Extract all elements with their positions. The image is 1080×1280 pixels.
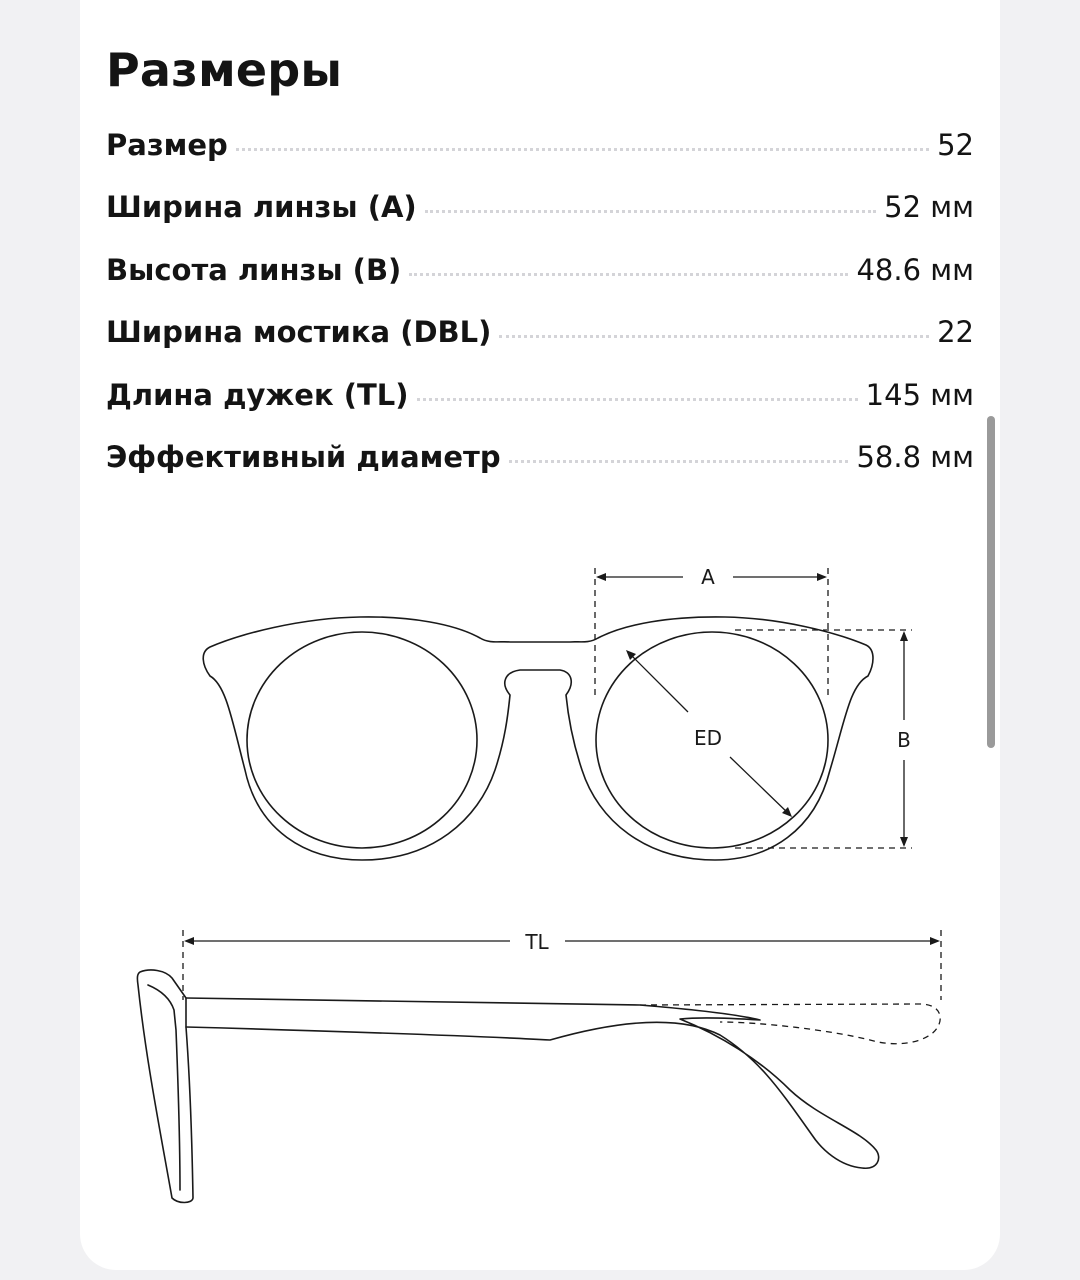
spec-label: Ширина линзы (A)	[106, 190, 417, 225]
spec-row-lens-height: Высота линзы (B) 48.6 мм	[106, 239, 974, 301]
b-arrow-top	[900, 631, 908, 641]
a-arrow-right	[817, 573, 827, 581]
spec-row-effective-diameter: Эффективный диаметр 58.8 мм	[106, 426, 974, 488]
spec-value: 145 мм	[865, 377, 974, 412]
spec-row-size: Размер 52	[106, 114, 974, 176]
b-arrow-bottom	[900, 837, 908, 847]
tl-label: TL	[524, 930, 549, 954]
ed-line-lower	[729, 756, 791, 816]
a-arrow-left	[596, 573, 606, 581]
ed-label: ED	[694, 726, 722, 750]
dotted-leader	[416, 397, 858, 401]
section-title: Размеры	[106, 43, 343, 97]
dotted-leader	[235, 148, 930, 151]
glasses-front-view: A B ED	[202, 565, 912, 861]
ed-line-upper	[627, 651, 689, 713]
spec-label: Эффективный диаметр	[106, 439, 501, 474]
spec-label: Высота линзы (B)	[106, 252, 402, 287]
dotted-leader	[409, 272, 849, 276]
spec-row-temple-length: Длина дужек (TL) 145 мм	[106, 364, 974, 426]
spec-label: Ширина мостика (DBL)	[106, 315, 492, 350]
spec-row-bridge-width: Ширина мостика (DBL) 22	[106, 301, 974, 363]
left-lens	[246, 631, 478, 849]
b-label: B	[897, 728, 911, 752]
ed-arrow-upper	[626, 650, 636, 660]
glasses-side-view: TL	[136, 930, 942, 1204]
spec-value: 22	[937, 315, 974, 350]
tl-arrow-left	[184, 937, 194, 945]
spec-value: 48.6 мм	[856, 252, 974, 287]
spec-label: Длина дужек (TL)	[106, 377, 409, 412]
dotted-leader	[424, 210, 877, 214]
spec-value: 58.8 мм	[856, 439, 974, 474]
dotted-leader	[508, 459, 849, 463]
spec-list: Размер 52 Ширина линзы (A) 52 мм Высота …	[106, 114, 974, 488]
spec-value: 52 мм	[884, 190, 974, 225]
frame-outline	[202, 616, 874, 861]
a-label: A	[701, 565, 715, 589]
temple-arm	[185, 997, 880, 1169]
frame-side-inner	[147, 984, 181, 1191]
spec-label: Размер	[106, 128, 228, 162]
ed-arrow-lower	[782, 807, 792, 817]
frame-side-profile	[136, 969, 194, 1204]
right-lens	[595, 631, 829, 849]
tl-arrow-right	[930, 937, 940, 945]
spec-value: 52	[937, 128, 974, 162]
spec-row-lens-width: Ширина линзы (A) 52 мм	[106, 176, 974, 238]
dotted-leader	[499, 335, 930, 339]
scrollbar[interactable]	[987, 416, 995, 748]
